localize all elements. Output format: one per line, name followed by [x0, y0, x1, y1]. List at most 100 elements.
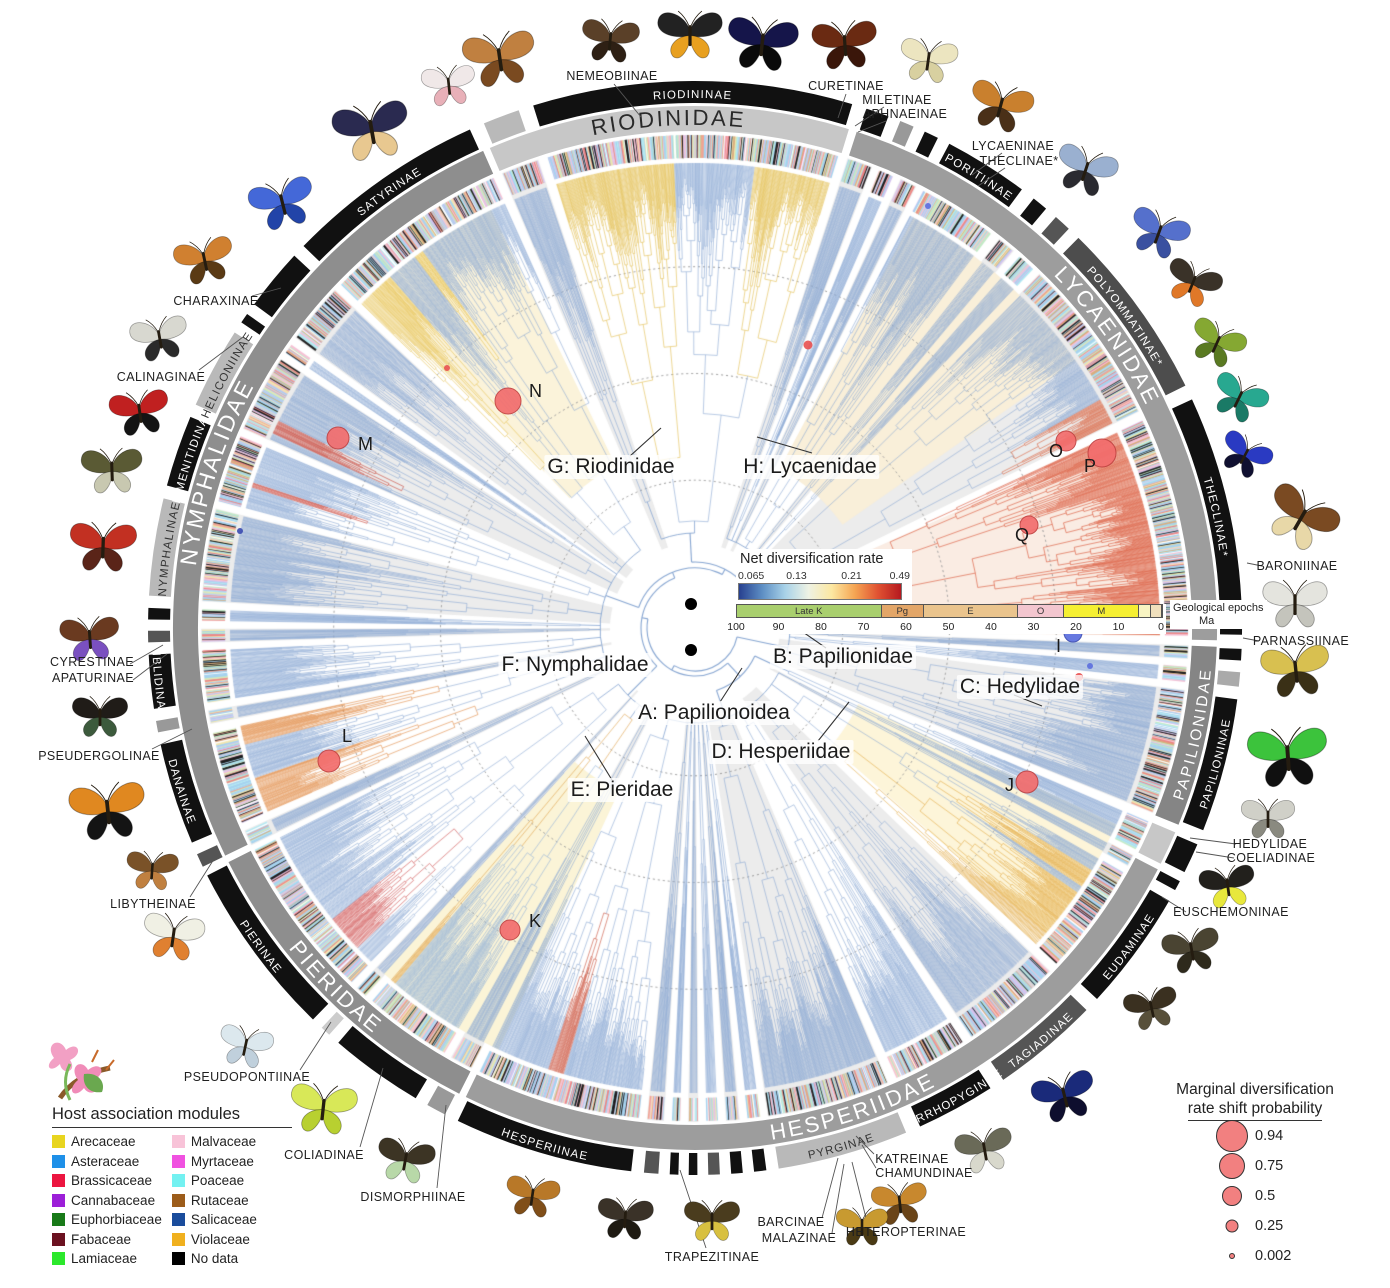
time-axis-tick: 30: [1027, 621, 1040, 633]
butterfly-forewing: [506, 1175, 534, 1198]
butterfly-hindwing: [985, 1150, 1005, 1170]
butterfly-forewing: [1133, 206, 1161, 235]
rate-color-gradient: [738, 583, 902, 600]
outer-subfamily-label: CYRESTINAE: [50, 655, 134, 669]
butterfly-body: [710, 1212, 714, 1231]
butterfly-image: [1197, 358, 1279, 443]
butterfly-hindwing: [82, 547, 104, 571]
shift-legend-row: 0.75: [1160, 1151, 1350, 1181]
butterfly-forewing: [582, 19, 611, 43]
butterfly-body: [1293, 594, 1297, 616]
butterfly-hindwing: [385, 1160, 405, 1180]
butterfly-image: [124, 302, 197, 379]
axis-label-text: Geological epochs: [1173, 602, 1264, 614]
butterfly-body: [1293, 660, 1299, 683]
butterfly-antennae: [1155, 209, 1177, 228]
butterfly-image: [324, 82, 420, 182]
butterfly-forewing: [1244, 446, 1274, 465]
host-family-label: Violaceae: [190, 1231, 250, 1247]
butterfly-body: [688, 25, 692, 47]
label-connector-line: [855, 1135, 875, 1155]
butterfly-image: [70, 686, 130, 751]
butterfly-body: [842, 35, 848, 57]
ring-segment: [859, 108, 889, 137]
butterfly-antennae: [353, 100, 382, 122]
rate-shift-marker-M: [326, 426, 350, 450]
butterfly-hindwing: [1287, 757, 1314, 785]
butterfly-forewing: [378, 1137, 407, 1162]
shift-legend-row: 0.25: [1160, 1211, 1350, 1241]
ring-segment: [149, 498, 185, 597]
butterfly-antennae: [1271, 726, 1301, 748]
outer-subfamily-label: PSEUDOPONTIINAE: [183, 1070, 311, 1084]
clade-pointer-line: [629, 427, 662, 457]
butterfly-forewing: [80, 450, 113, 474]
host-legend-item: Cannabaceae: [52, 1193, 162, 1208]
butterfly-antennae: [852, 1207, 872, 1221]
butterfly-hindwing: [448, 85, 467, 104]
butterfly-image: [456, 13, 545, 106]
butterfly-body: [98, 708, 102, 727]
butterfly-hindwing: [1265, 757, 1289, 788]
flower-petals-2: [48, 1042, 79, 1072]
butterfly-forewing: [1260, 649, 1296, 675]
butterfly-hindwing: [711, 1220, 729, 1241]
ring-segment: [321, 1011, 344, 1035]
butterfly-hindwing: [83, 716, 101, 737]
butterfly-body: [279, 194, 287, 215]
butterfly-forewing: [811, 24, 846, 48]
butterfly-forewing: [72, 697, 101, 719]
label-connector-line: [151, 728, 193, 750]
butterfly-hindwing: [844, 45, 866, 68]
ring-segment: [1041, 217, 1069, 245]
epoch-segment: [1150, 605, 1162, 617]
arc-label: RIODININAE: [653, 89, 733, 103]
label-connector-line: [189, 858, 215, 898]
axis-unit-label: Ma: [1199, 614, 1215, 627]
host-color-chip: [171, 1193, 185, 1207]
butterfly-body: [1285, 745, 1291, 771]
butterfly-forewing: [1294, 644, 1329, 673]
butterfly-hindwing: [107, 811, 133, 837]
shift-legend-rows: 0.94 0.75 0.5 0.25 0.002: [1160, 1120, 1350, 1271]
butterfly-image: [66, 508, 141, 587]
butterfly-hindwing: [1192, 950, 1212, 970]
butterfly-body: [87, 629, 92, 650]
label-connector-line: [861, 1144, 877, 1169]
butterfly-body: [101, 536, 105, 559]
butterfly-image: [167, 222, 244, 303]
label-connector-line: [299, 1021, 332, 1071]
butterfly-forewing: [102, 524, 138, 550]
butterfly-hindwing: [1275, 604, 1296, 628]
shift-marker-letter: K: [529, 911, 541, 931]
ring-segment: [849, 131, 1218, 641]
ring-segment: [892, 121, 914, 147]
butterfly-forewing: [220, 1024, 247, 1048]
outer-subfamily-label: HEDYLIDAE: [1232, 837, 1308, 851]
host-family-label: No data: [190, 1251, 239, 1266]
ring-segment: [1138, 822, 1176, 864]
host-color-chip: [52, 1174, 65, 1187]
ring-segment: [643, 1150, 660, 1174]
ring-segment: [195, 332, 254, 414]
butterfly-forewing: [245, 1031, 274, 1051]
time-axis-tick: 0: [1158, 621, 1164, 633]
clade-pointer-line: [756, 436, 813, 454]
ring-segment: [197, 845, 223, 867]
butterfly-image: [655, 0, 725, 74]
butterfly-antennae: [1081, 145, 1104, 164]
butterfly-hindwing: [139, 412, 160, 433]
butterfly-image: [576, 6, 644, 78]
butterfly-forewing: [291, 1083, 325, 1111]
butterfly-antennae: [1047, 1071, 1071, 1090]
bud-2: [105, 1059, 115, 1071]
butterfly-antennae: [616, 1197, 637, 1212]
butterfly-antennae: [677, 10, 703, 27]
rate-shift-marker-O: [1055, 430, 1077, 452]
butterfly-antennae: [701, 1200, 723, 1214]
butterfly-forewing: [1217, 372, 1241, 400]
butterfly-forewing: [1240, 799, 1269, 821]
epoch-segment: [1139, 605, 1151, 617]
outer-subfamily-label: APATURINAE: [51, 671, 135, 685]
host-color-chip: [52, 1232, 65, 1246]
